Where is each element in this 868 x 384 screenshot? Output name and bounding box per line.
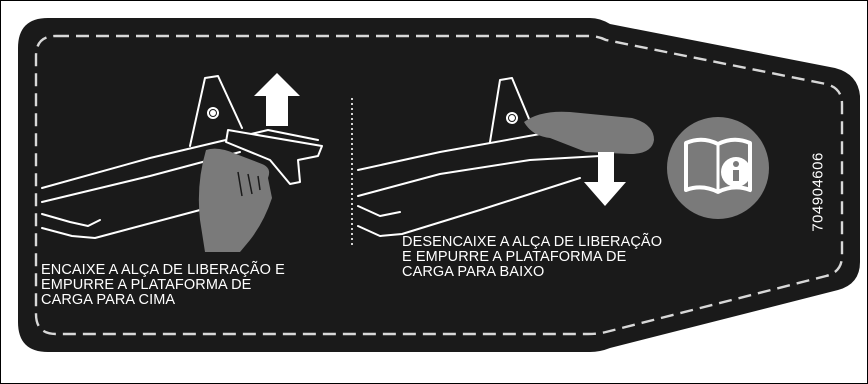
up-arrow-icon: [254, 73, 300, 126]
left-instruction-text: ENCAIXE A ALÇA DE LIBERAÇÃO E EMPURRE A …: [41, 262, 285, 308]
hand-icon: [198, 148, 272, 252]
label-background: [18, 18, 860, 352]
down-arrow-icon: [584, 152, 626, 206]
read-manual-icon: [667, 117, 769, 219]
dashed-border: [34, 34, 844, 336]
hand-down-icon: [524, 111, 654, 154]
left-illustration: [41, 75, 323, 239]
part-number: 704904606: [809, 152, 827, 232]
right-instruction-text: DESENCAIXE A ALÇA DE LIBERAÇÃO E EMPURRE…: [402, 234, 663, 280]
